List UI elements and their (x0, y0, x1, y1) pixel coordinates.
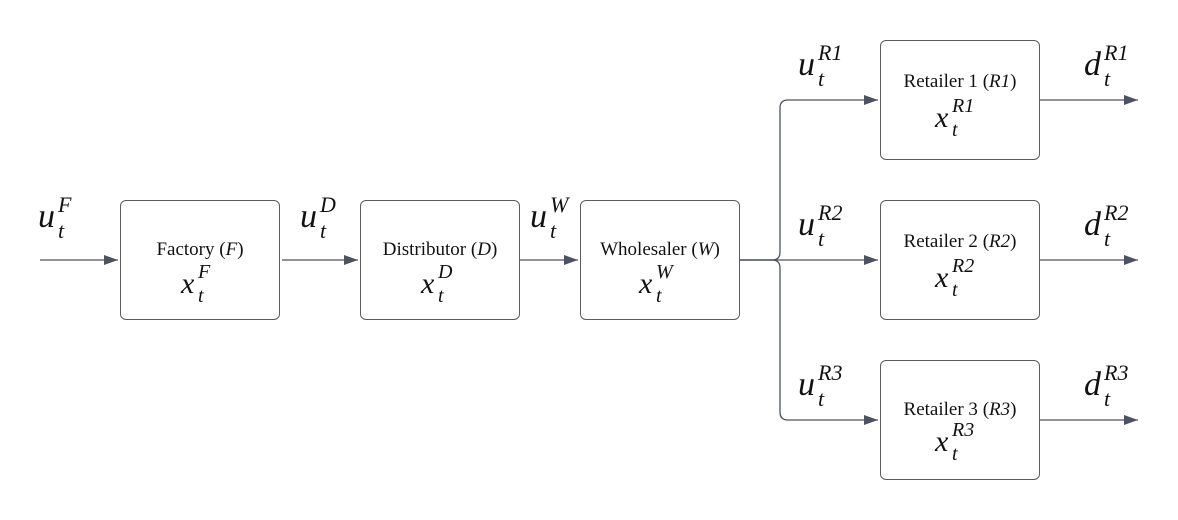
edge-label-dR1: d R1 t (1084, 40, 1129, 91)
retailer1-label: Retailer 1 (R1) (903, 71, 1017, 92)
edge-label-dR3: d R3 t (1084, 360, 1129, 411)
edge-label-uR3: u R3 t (798, 360, 843, 411)
arrow-wholesaler-to-retailer3 (740, 259, 878, 425)
edge-label-uR2: u R2 t (798, 200, 843, 251)
factory-node: Factory (F) x F t (120, 200, 280, 320)
factory-label: Factory (F) (156, 239, 244, 260)
retailer2-node: Retailer 2 (R2) x R2 t (880, 200, 1040, 320)
retailer2-state: x R2 t (935, 255, 975, 301)
retailer3-node: Retailer 3 (R3) x R3 t (880, 360, 1040, 480)
edge-label-uW: u W t (530, 192, 569, 243)
edge-label-uF: u F t (38, 192, 72, 243)
factory-state: x F t (181, 261, 211, 307)
edge-label-uR1: u R1 t (798, 40, 843, 91)
retailer2-label: Retailer 2 (R2) (903, 231, 1017, 252)
distributor-label: Distributor (D) (382, 239, 498, 260)
wholesaler-label: Wholesaler (W) (600, 239, 720, 260)
retailer3-state: x R3 t (935, 419, 975, 465)
edge-label-uD: u D t (300, 192, 336, 243)
retailer1-node: Retailer 1 (R1) x R1 t (880, 40, 1040, 160)
wholesaler-node: Wholesaler (W) x W t (580, 200, 740, 320)
retailer3-label: Retailer 3 (R3) (903, 399, 1017, 420)
retailer1-state: x R1 t (935, 95, 975, 141)
wholesaler-state: x W t (639, 261, 673, 307)
edge-label-dR2: d R2 t (1084, 200, 1129, 251)
distributor-node: Distributor (D) x D t (360, 200, 520, 320)
distributor-state: x D t (421, 261, 453, 307)
